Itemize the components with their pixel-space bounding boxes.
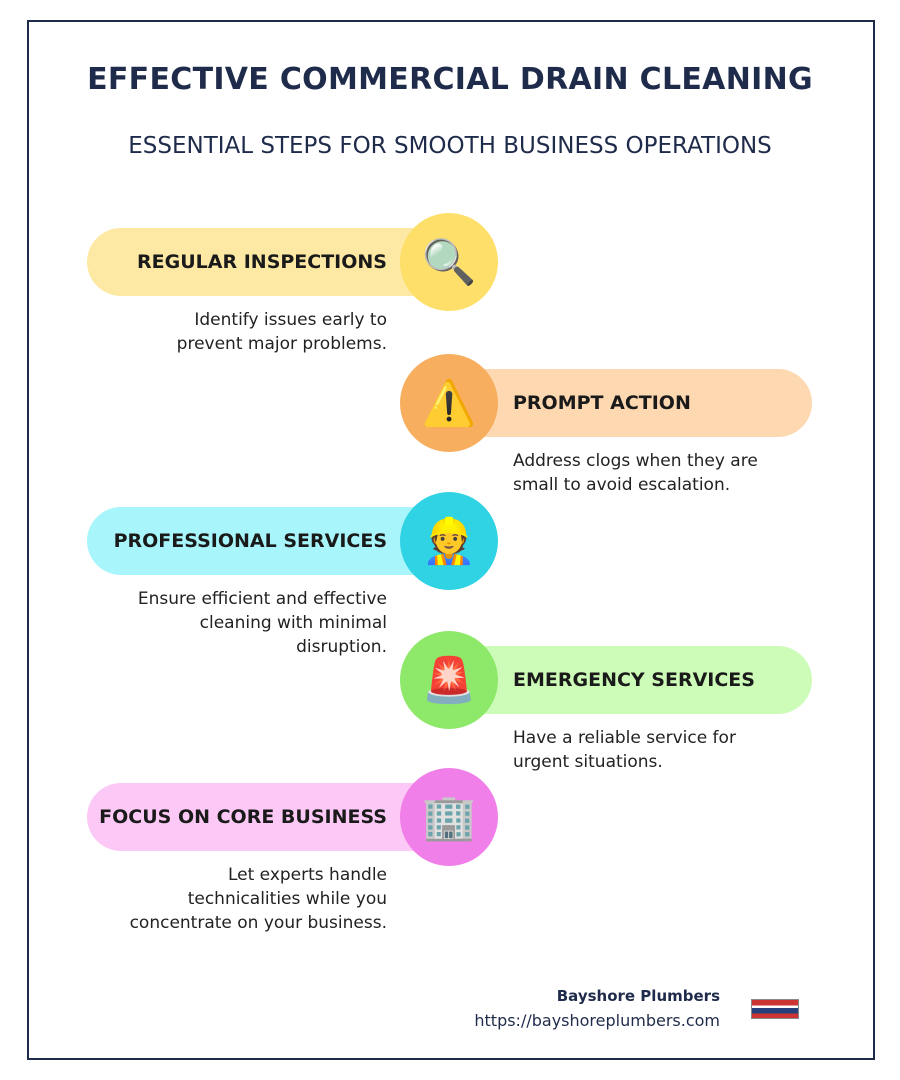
step-description: Let experts handle technicalities while y… [130, 863, 387, 935]
description-line: concentrate on your business. [129, 913, 387, 933]
description-line: small to avoid escalation. [513, 475, 731, 495]
step-label: FOCUS ON CORE BUSINESS [99, 806, 387, 828]
description-line: technicalities while you [187, 889, 387, 909]
description-line: Have a reliable service for [513, 728, 736, 748]
description-line: Let experts handle [227, 865, 387, 885]
description-line: prevent major problems. [176, 334, 387, 354]
step-pill: PROMPT ACTION [430, 369, 812, 437]
siren-icon: 🚨 [400, 631, 498, 729]
description-line: cleaning with minimal [199, 613, 387, 633]
bayshore-logo [751, 999, 799, 1019]
construction-worker-icon: 👷 [400, 492, 498, 590]
description-line: urgent situations. [513, 752, 663, 772]
step-label: PROMPT ACTION [513, 392, 691, 414]
brand-url[interactable]: https://bayshoreplumbers.com [474, 1011, 720, 1030]
step-label: REGULAR INSPECTIONS [137, 251, 387, 273]
step-label: PROFESSIONAL SERVICES [113, 530, 387, 552]
step-pill: REGULAR INSPECTIONS [87, 228, 467, 296]
description-line: Address clogs when they are [513, 451, 758, 471]
page-subtitle: ESSENTIAL STEPS FOR SMOOTH BUSINESS OPER… [128, 133, 772, 159]
step-description: Have a reliable service for urgent situat… [513, 726, 736, 774]
step-description: Ensure efficient and effective cleaning w… [138, 587, 387, 659]
description-line: disruption. [296, 637, 387, 657]
step-description: Address clogs when they are small to avoi… [513, 449, 758, 497]
brand-name: Bayshore Plumbers [556, 987, 720, 1005]
page-title: EFFECTIVE COMMERCIAL DRAIN CLEANING [87, 62, 813, 97]
magnifying-glass-icon: 🔍 [400, 213, 498, 311]
step-label: EMERGENCY SERVICES [513, 669, 755, 691]
warning-icon: ⚠️ [400, 354, 498, 452]
description-line: Ensure efficient and effective [137, 589, 387, 609]
description-line: Identify issues early to [194, 310, 387, 330]
office-building-icon: 🏢 [400, 768, 498, 866]
step-description: Identify issues early to prevent major pr… [177, 308, 387, 356]
